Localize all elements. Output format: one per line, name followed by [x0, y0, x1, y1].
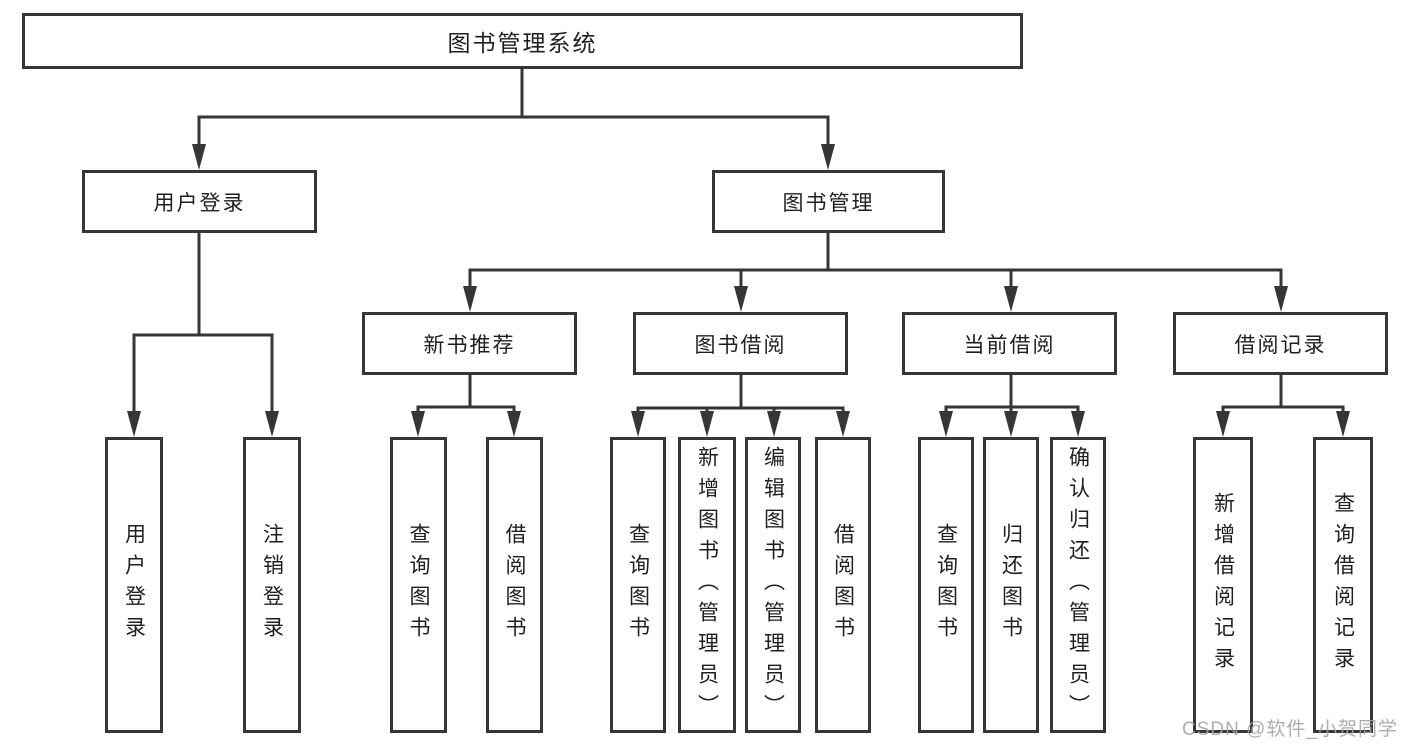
- node-book-borrowing: 图书借阅: [633, 312, 848, 375]
- node-user-login: 用户登录: [82, 170, 317, 233]
- leaf-query-borrow-record: 查询借阅记录: [1313, 437, 1373, 733]
- leaf-add-books-admin: 新增图书（管理员）: [678, 437, 736, 733]
- leaf-query-books-borrowing: 查询图书: [610, 437, 666, 733]
- node-new-book-recommendation: 新书推荐: [362, 312, 577, 375]
- leaf-borrow-books: 借阅图书: [815, 437, 871, 733]
- leaf-borrow-books-recommend: 借阅图书: [486, 437, 543, 733]
- watermark: CSDN @软件_小贺同学: [1182, 719, 1398, 740]
- node-book-management: 图书管理: [712, 170, 945, 233]
- leaf-user-login: 用户登录: [105, 437, 163, 733]
- leaf-add-borrow-record: 新增借阅记录: [1193, 437, 1253, 733]
- leaf-confirm-return-admin: 确认归还（管理员）: [1050, 437, 1106, 733]
- leaf-edit-books-admin: 编辑图书（管理员）: [745, 437, 801, 733]
- node-borrowing-records: 借阅记录: [1173, 312, 1388, 375]
- leaf-return-books: 归还图书: [983, 437, 1039, 733]
- leaf-query-books-recommend: 查询图书: [390, 437, 447, 733]
- node-current-borrowing: 当前借阅: [902, 312, 1117, 375]
- leaf-logout: 注销登录: [243, 437, 301, 733]
- leaf-query-books-current: 查询图书: [918, 437, 974, 733]
- node-library-management-system: 图书管理系统: [22, 13, 1023, 69]
- arrowhead-icons: [127, 144, 1350, 437]
